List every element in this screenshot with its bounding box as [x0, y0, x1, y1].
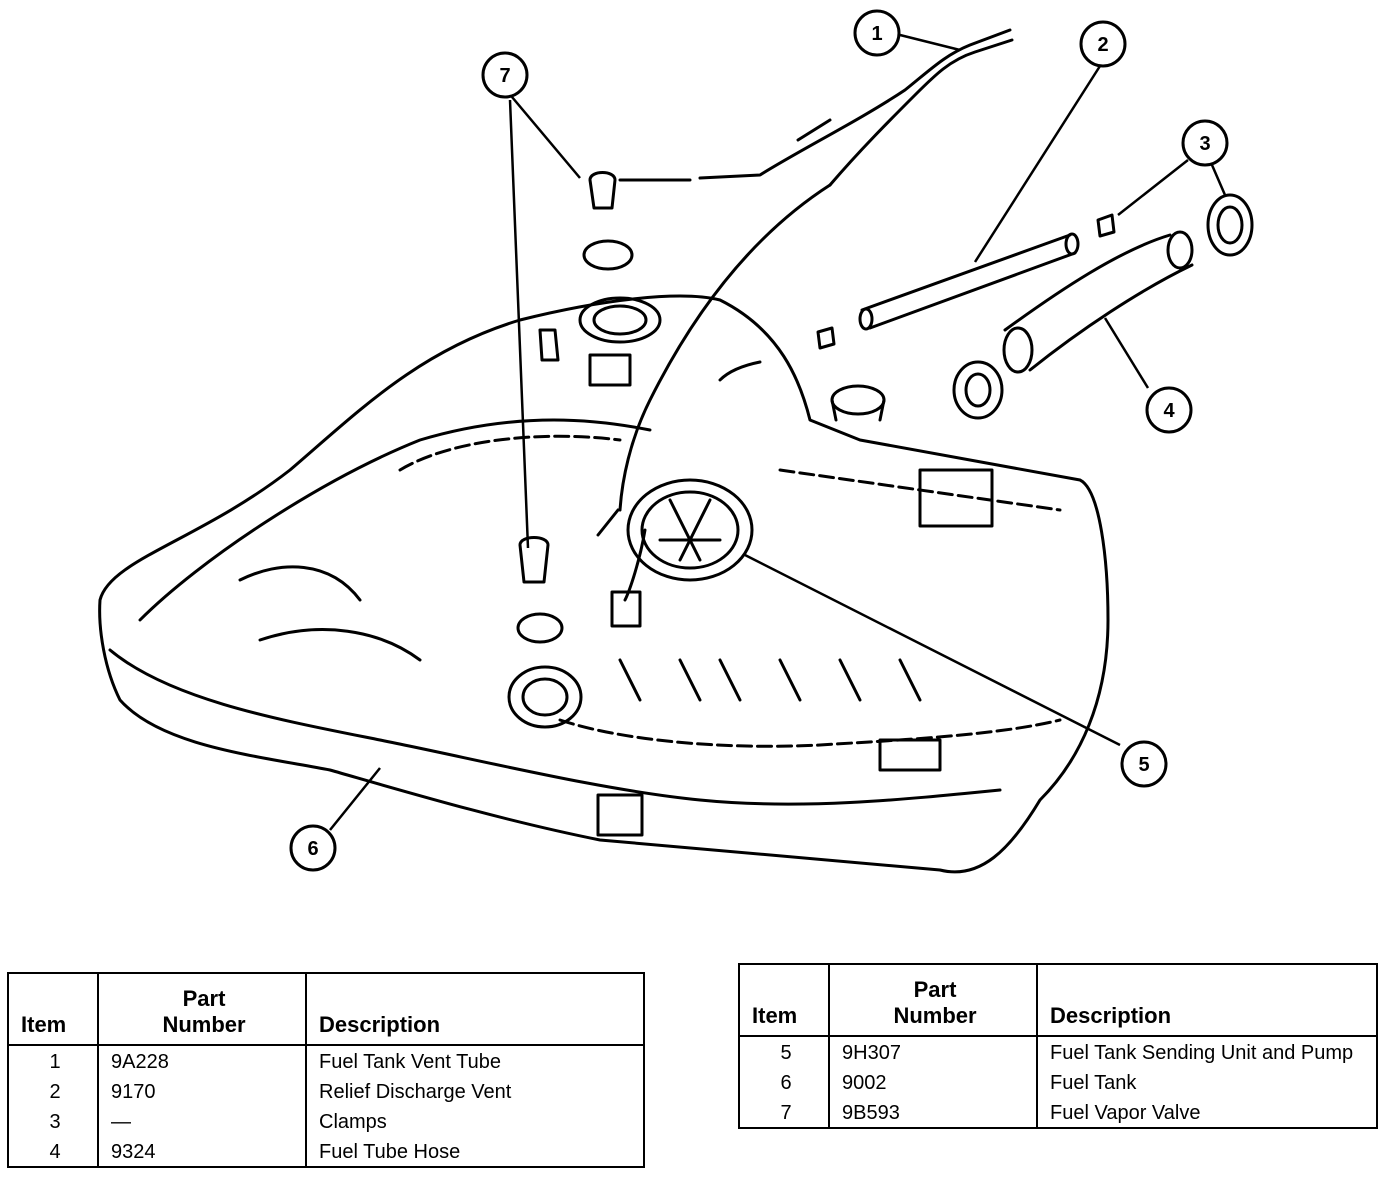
- header-part-line1: Part: [182, 986, 226, 1011]
- cell-part: 9170: [98, 1076, 307, 1106]
- tank-inner-ridge: [138, 418, 652, 622]
- cell-item: 5: [739, 1036, 830, 1067]
- parts-table-left: Item Part Number Description 1 9A228 Fue…: [7, 972, 645, 1168]
- cell-item: 2: [8, 1076, 99, 1106]
- callout-markers: 1 2 3 4 5 6 7: [289, 9, 1229, 872]
- fuel-tube-hose: [1003, 233, 1194, 372]
- callout-3: 3: [1181, 119, 1229, 167]
- fuel-tank-outline: [98, 294, 1110, 874]
- cell-item: 3: [8, 1106, 99, 1136]
- cell-desc: Fuel Tank Vent Tube: [319, 1051, 501, 1073]
- callout-1: 1: [853, 9, 901, 57]
- table-row: 1 9A228 Fuel Tank Vent Tube: [8, 1045, 644, 1076]
- cell-desc: Fuel Tank: [1050, 1072, 1137, 1094]
- callout-2: 2: [1079, 20, 1127, 68]
- header-part-line2: Number: [162, 1012, 246, 1037]
- table-row: 3 — Clamps: [8, 1106, 644, 1136]
- cell-item: 7: [739, 1097, 830, 1128]
- cell-part: —: [98, 1106, 307, 1136]
- svg-text:5: 5: [1138, 754, 1149, 776]
- callout-7: 7: [481, 51, 529, 99]
- table-row: 5 9H307 Fuel Tank Sending Unit and Pump: [739, 1036, 1377, 1067]
- table-row: 6 9002 Fuel Tank: [739, 1067, 1377, 1097]
- cell-item: 6: [739, 1067, 830, 1097]
- cell-item: 4: [8, 1136, 99, 1167]
- header-part-line1: Part: [913, 977, 957, 1002]
- cell-desc: Fuel Vapor Valve: [1050, 1102, 1201, 1124]
- cell-part: 9002: [829, 1067, 1038, 1097]
- cell-item: 1: [8, 1045, 99, 1076]
- header-item: Item: [8, 973, 99, 1046]
- header-part-number: Part Number: [98, 973, 307, 1046]
- svg-text:2: 2: [1097, 34, 1108, 56]
- table-row: 7 9B593 Fuel Vapor Valve: [739, 1097, 1377, 1128]
- header-item: Item: [739, 964, 830, 1037]
- header-part-number: Part Number: [829, 964, 1038, 1037]
- tank-ridge-3: [398, 434, 1062, 512]
- cell-part: 9324: [98, 1136, 307, 1167]
- callout-5: 5: [1120, 740, 1168, 788]
- callout-4: 4: [1145, 386, 1193, 434]
- svg-text:3: 3: [1199, 133, 1210, 155]
- sending-unit-wire: [623, 528, 647, 602]
- table-row: 2 9170 Relief Discharge Vent: [8, 1076, 644, 1106]
- vent-tube: [618, 28, 1012, 182]
- cell-part: 9A228: [98, 1045, 307, 1076]
- cell-desc: Relief Discharge Vent: [319, 1081, 512, 1103]
- cell-part: 9H307: [829, 1036, 1038, 1067]
- header-description: Description: [1037, 964, 1377, 1037]
- svg-text:6: 6: [307, 838, 318, 860]
- table-row: 4 9324 Fuel Tube Hose: [8, 1136, 644, 1167]
- header-part-line2: Number: [893, 1003, 977, 1028]
- svg-text:4: 4: [1163, 400, 1175, 422]
- table-header-row: Item Part Number Description: [739, 964, 1377, 1037]
- cell-desc: Fuel Tank Sending Unit and Pump: [1050, 1042, 1354, 1064]
- tank-ridge-2: [558, 718, 1062, 748]
- header-description: Description: [306, 973, 644, 1046]
- table-header-row: Item Part Number Description: [8, 973, 644, 1046]
- cell-desc: Fuel Tube Hose: [319, 1141, 461, 1163]
- tank-lower-seam: [108, 648, 1002, 806]
- parts-table-right: Item Part Number Description 5 9H307 Fue…: [738, 963, 1378, 1129]
- relief-discharge-vent: [860, 233, 1077, 330]
- svg-text:1: 1: [871, 23, 882, 45]
- cell-desc: Clamps: [319, 1111, 387, 1133]
- fuel-tank-diagram: 1 2 3 4 5 6 7: [98, 9, 1254, 874]
- svg-text:7: 7: [499, 65, 510, 87]
- callout-6: 6: [289, 824, 337, 872]
- cell-part: 9B593: [829, 1097, 1038, 1128]
